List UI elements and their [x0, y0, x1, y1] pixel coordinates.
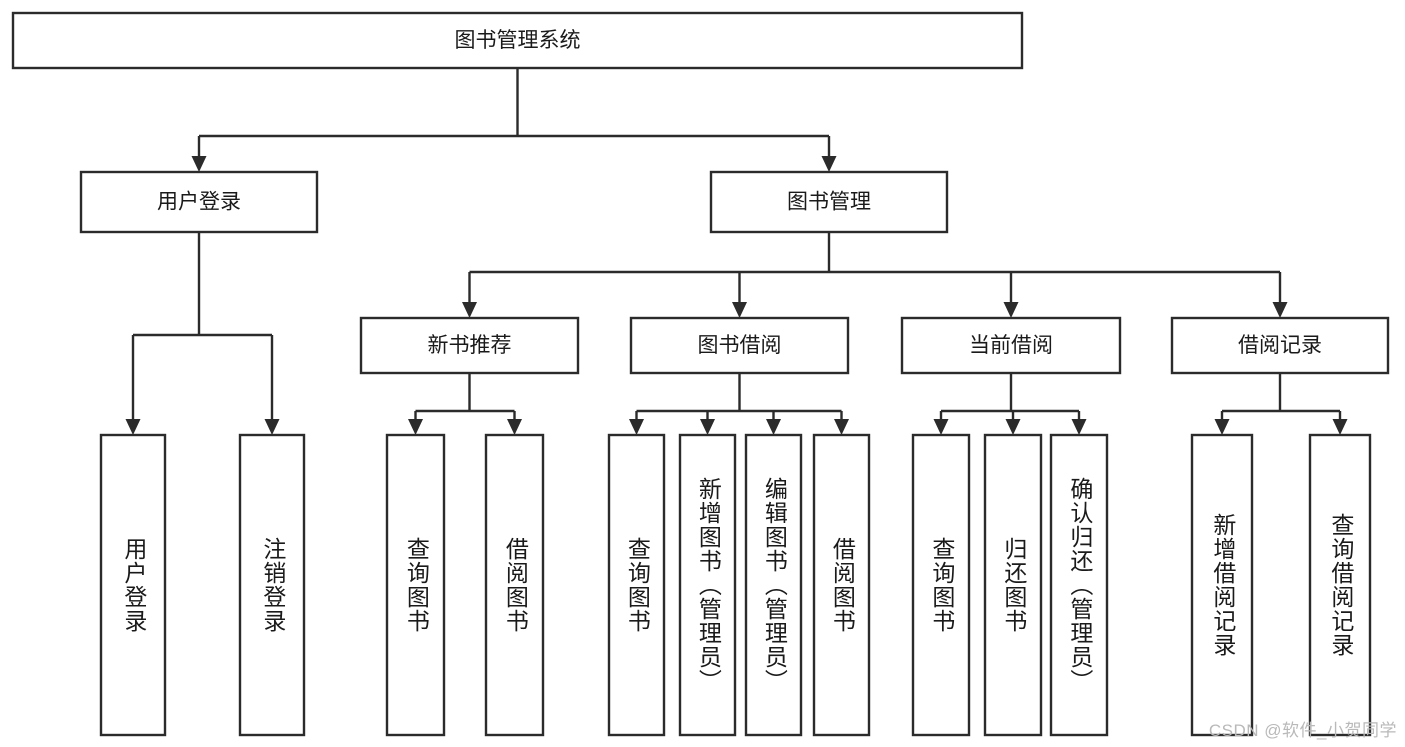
node-box-root[interactable]: [11, 11, 1024, 70]
node-label-l3-2: 当前借阅: [969, 334, 1053, 357]
node-box-leaf-5[interactable]: [678, 433, 737, 737]
node-boxes-layer: [11, 11, 1390, 737]
node-box-leaf-6[interactable]: [744, 433, 803, 737]
node-box-l3-1[interactable]: [629, 316, 850, 375]
arrow-head-icon: [264, 419, 280, 435]
node-box-leaf-12[interactable]: [1308, 433, 1372, 737]
node-box-leaf-2[interactable]: [385, 433, 446, 737]
node-box-leaf-9[interactable]: [983, 433, 1043, 737]
arrow-head-icon: [462, 302, 477, 318]
arrow-head-icon: [933, 419, 949, 435]
arrow-head-icon: [191, 156, 207, 172]
node-box-l3-3[interactable]: [1170, 316, 1390, 375]
node-box-leaf-10[interactable]: [1049, 433, 1109, 737]
arrow-head-icon: [834, 419, 849, 435]
node-box-leaf-4[interactable]: [607, 433, 666, 737]
node-box-leaf-11[interactable]: [1190, 433, 1254, 737]
node-label-l2-0: 用户登录: [157, 191, 241, 214]
node-label-l2-1: 图书管理: [787, 191, 871, 214]
arrow-head-icon: [629, 419, 644, 435]
node-box-leaf-0[interactable]: [99, 433, 167, 737]
node-box-leaf-3[interactable]: [484, 433, 545, 737]
node-box-l3-2[interactable]: [900, 316, 1122, 375]
node-box-l2-1[interactable]: [709, 170, 949, 234]
arrow-head-icon: [1332, 419, 1348, 435]
arrow-head-icon: [125, 419, 141, 435]
arrow-head-icon: [408, 419, 423, 435]
arrow-head-icon: [732, 302, 747, 318]
arrow-head-icon: [1005, 419, 1021, 435]
node-box-leaf-1[interactable]: [238, 433, 306, 737]
csdn-watermark: CSDN @软件_小贺同学: [1208, 721, 1397, 740]
node-label-l3-3: 借阅记录: [1238, 334, 1322, 357]
node-label-root: 图书管理系统: [455, 29, 581, 52]
node-box-leaf-8[interactable]: [911, 433, 971, 737]
arrow-head-icon: [1003, 302, 1019, 318]
arrow-head-icon: [700, 419, 715, 435]
node-box-l2-0[interactable]: [79, 170, 319, 234]
arrow-head-icon: [821, 156, 837, 172]
arrow-head-icon: [1071, 419, 1087, 435]
arrow-head-icon: [507, 419, 522, 435]
node-label-l3-1: 图书借阅: [698, 334, 782, 357]
arrow-head-icon: [1214, 419, 1230, 435]
arrow-head-icon: [1272, 302, 1288, 318]
node-label-l3-0: 新书推荐: [428, 334, 512, 357]
node-box-l3-0[interactable]: [359, 316, 580, 375]
node-box-leaf-7[interactable]: [812, 433, 871, 737]
arrow-head-icon: [766, 419, 781, 435]
connectors-layer: [125, 68, 1348, 435]
